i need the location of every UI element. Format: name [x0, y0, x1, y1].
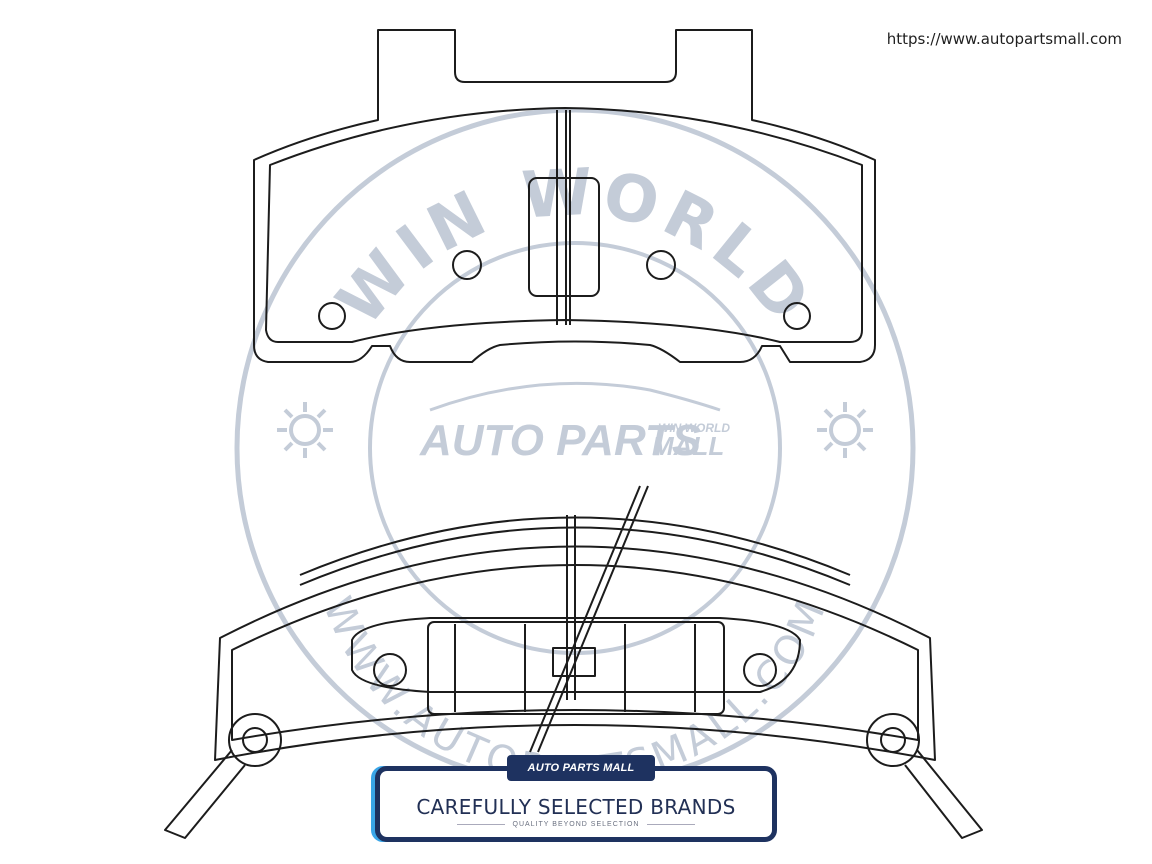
website-url: https://www.autopartsmall.com: [886, 30, 1122, 48]
watermark-logo: AUTO PARTS WIN WORLD MALL: [419, 381, 730, 465]
banner-subtitle: QUALITY BEYOND SELECTION: [380, 821, 772, 828]
svg-text:WIN WORLD: WIN WORLD: [658, 421, 730, 435]
banner-title: CAREFULLY SELECTED BRANDS: [416, 795, 736, 819]
banner-logo-tab: AUTO PARTS MALL: [507, 755, 655, 781]
watermark-ring-top-text: WIN WORLD: [323, 155, 827, 339]
brake-pad-top: [253, 29, 876, 363]
svg-text:MALL: MALL: [652, 431, 724, 461]
banner-subtitle-text: QUALITY BEYOND SELECTION: [512, 821, 640, 828]
brake-pad-bottom: [164, 485, 983, 839]
brand-banner: AUTO PARTS MALL CAREFULLY SELECTED BRAND…: [375, 755, 777, 842]
watermark-gear-icon: [277, 402, 333, 458]
svg-text:AUTO PARTS: AUTO PARTS: [419, 416, 701, 465]
watermark-gear-icon: [817, 402, 873, 458]
